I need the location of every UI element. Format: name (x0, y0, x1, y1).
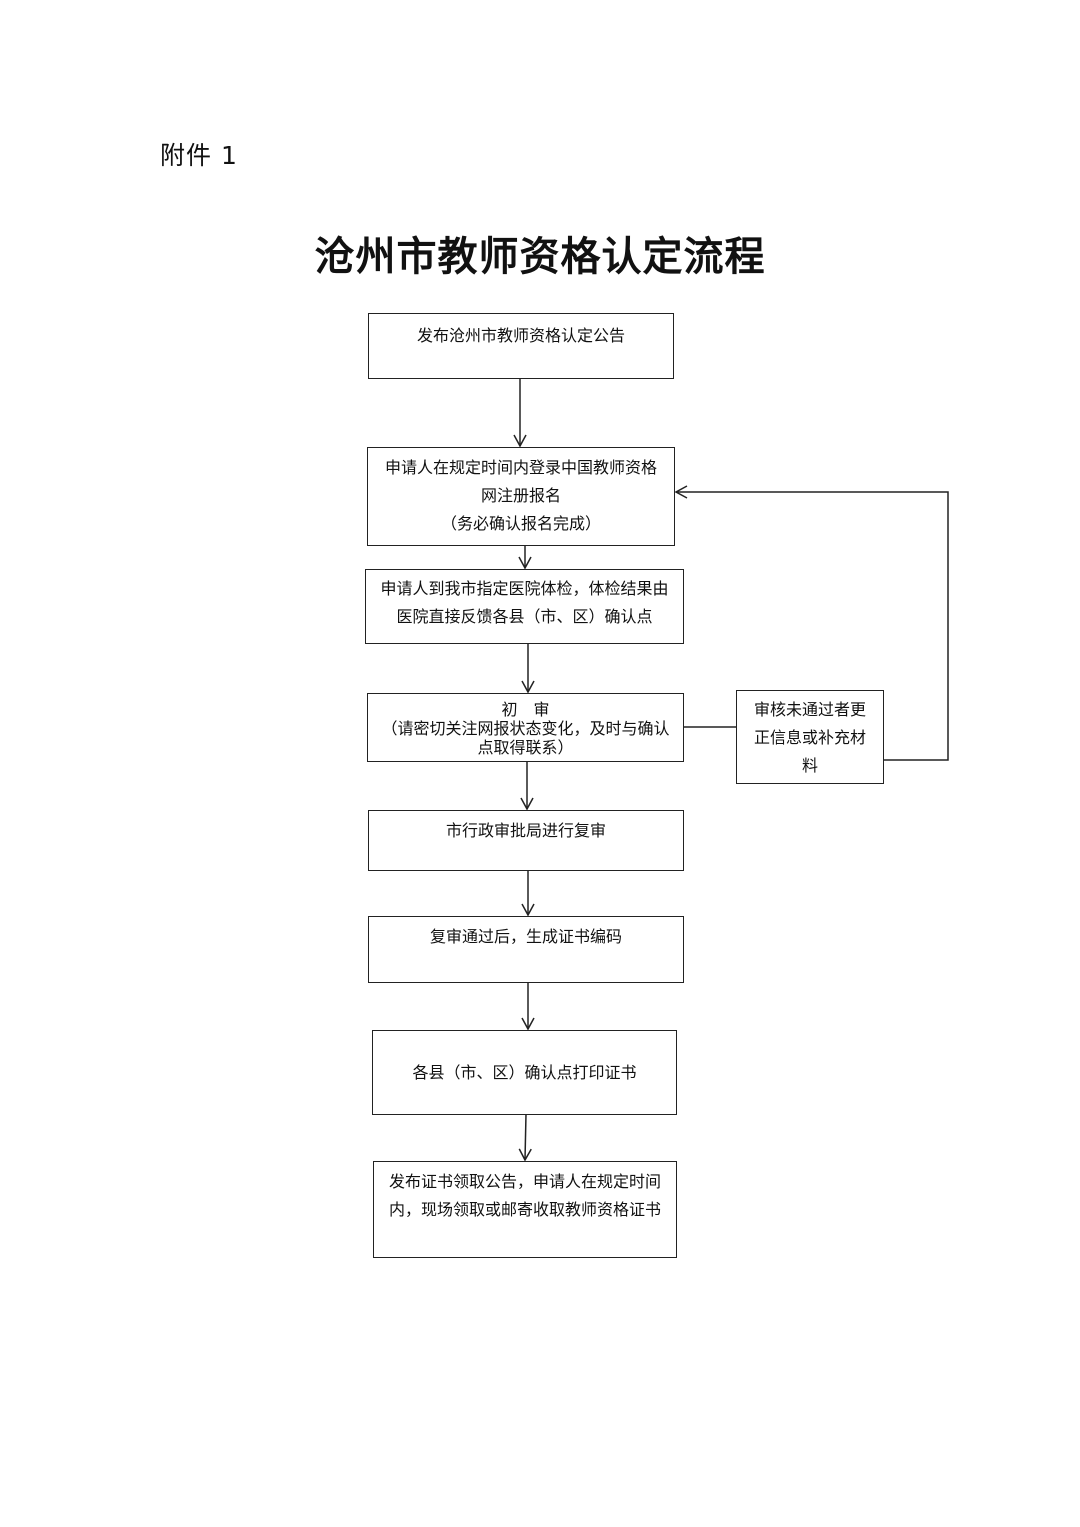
step-text: 申请人在规定时间内登录中国教师资格 (384, 458, 657, 477)
flow-step-print-certificate: 各县（市、区）确认点打印证书 (372, 1030, 677, 1115)
step-text: 各县（市、区）确认点打印证书 (412, 1062, 637, 1082)
flow-step-collect-certificate: 发布证书领取公告，申请人在规定时间 内，现场领取或邮寄收取教师资格证书 (373, 1161, 677, 1258)
step-text: （务必确认报名完成） (440, 514, 601, 533)
feedback-loop-to-step2 (674, 485, 949, 761)
attachment-label: 附件 1 (160, 141, 238, 170)
side-text: 审核未通过者更 (753, 700, 866, 719)
step-text: 发布证书领取公告，申请人在规定时间 (388, 1172, 661, 1191)
side-text: 正信息或补充材 (753, 728, 866, 747)
flow-step-initial-review: 初 审 （请密切关注网报状态变化，及时与确认 点取得联系） (367, 693, 684, 762)
step-text: 医院直接反馈各县（市、区）确认点 (396, 607, 653, 626)
flow-step-medical-exam: 申请人到我市指定医院体检，体检结果由 医院直接反馈各县（市、区）确认点 (365, 569, 684, 644)
flow-step-certificate-code: 复审通过后，生成证书编码 (368, 916, 684, 983)
step-text: 网注册报名 (480, 486, 561, 505)
page-title: 沧州市教师资格认定流程 (314, 234, 766, 280)
step-text: 内，现场领取或邮寄收取教师资格证书 (388, 1200, 661, 1219)
flow-step-re-review: 市行政审批局进行复审 (368, 810, 684, 871)
step-text: （请密切关注网报状态变化，及时与确认 (381, 719, 670, 738)
step-text: 点取得联系） (477, 738, 574, 757)
flow-step-online-registration: 申请人在规定时间内登录中国教师资格 网注册报名 （务必确认报名完成） (367, 447, 675, 546)
flow-step-announcement: 发布沧州市教师资格认定公告 (368, 313, 674, 379)
flow-side-correction: 审核未通过者更 正信息或补充材 料 (736, 690, 884, 784)
step-text: 市行政审批局进行复审 (445, 821, 606, 840)
arrow-step7-to-step8 (518, 1113, 532, 1162)
step-text: 申请人到我市指定医院体检，体检结果由 (380, 579, 669, 598)
step-text: 发布沧州市教师资格认定公告 (416, 326, 625, 345)
step-text: 初 审 (501, 700, 550, 719)
step-text: 复审通过后，生成证书编码 (429, 927, 622, 946)
side-text: 料 (801, 756, 818, 775)
